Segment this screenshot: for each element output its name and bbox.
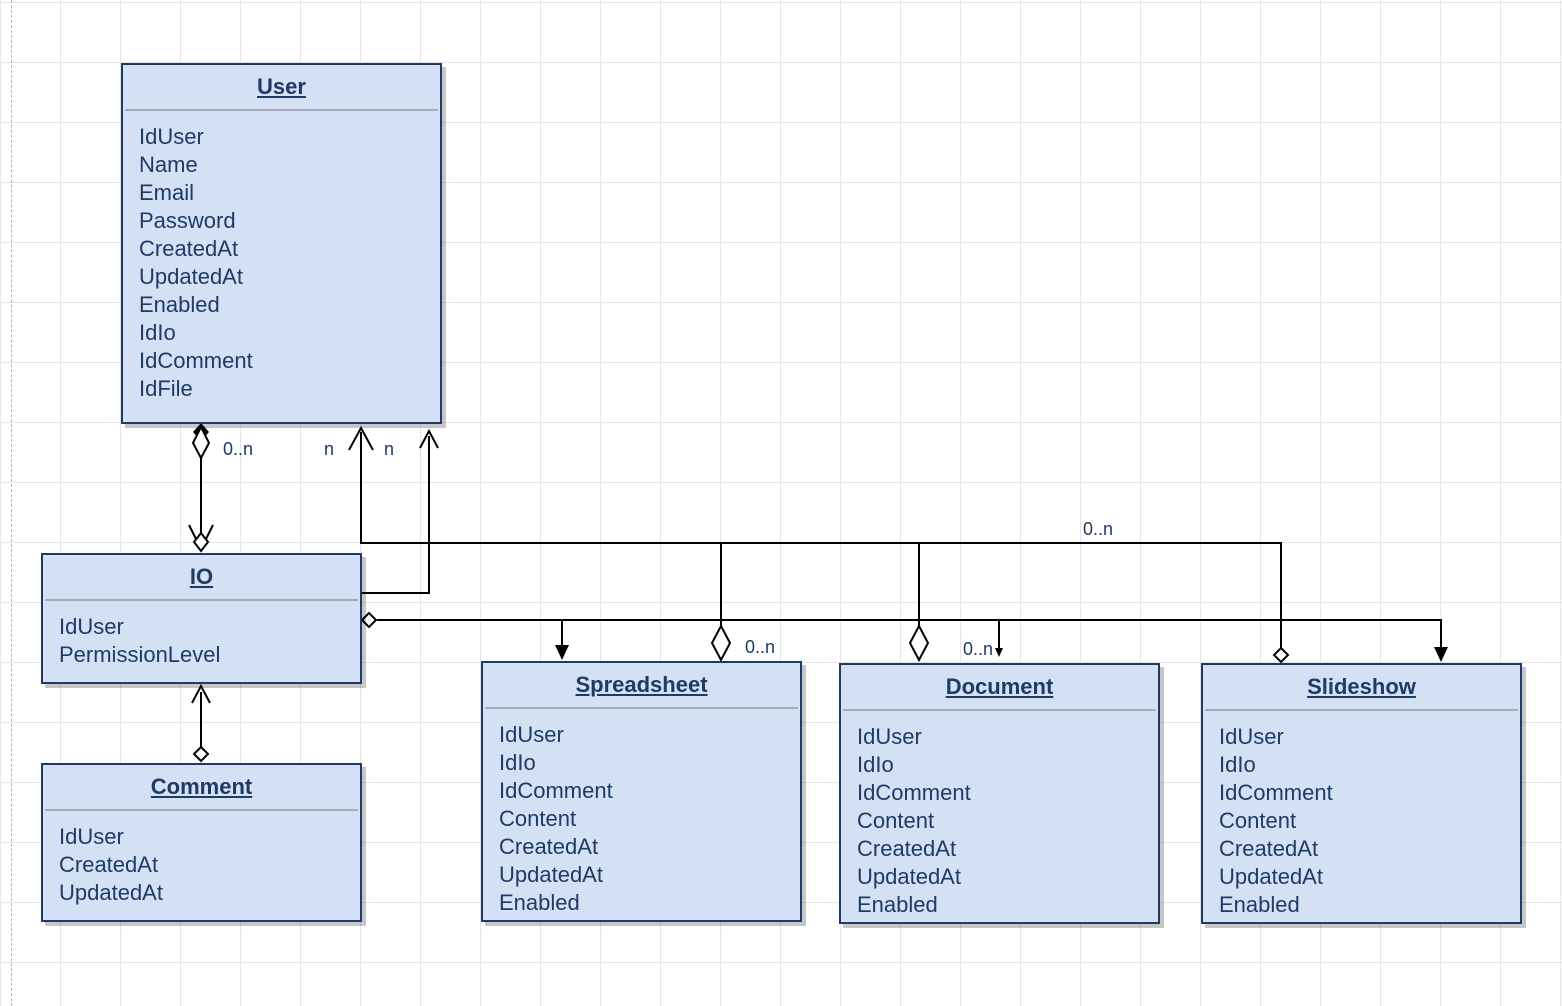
attribute: UpdatedAt bbox=[857, 864, 961, 889]
class-user[interactable]: User IdUser Name Email Password CreatedA… bbox=[121, 63, 442, 424]
class-document-divider bbox=[843, 709, 1156, 711]
attribute: IdUser bbox=[499, 722, 564, 747]
multiplicity-user-right: n bbox=[384, 439, 395, 459]
attribute: PermissionLevel bbox=[59, 642, 221, 667]
aggregation-diamond-spreadsheet bbox=[710, 623, 732, 663]
class-slideshow-divider bbox=[1205, 709, 1518, 711]
attribute: Enabled bbox=[139, 292, 220, 317]
arrowhead-open-user-left bbox=[348, 425, 374, 451]
attribute: UpdatedAt bbox=[1219, 864, 1323, 889]
attribute: UpdatedAt bbox=[59, 880, 163, 905]
multiplicity-document: 0..n bbox=[963, 639, 994, 659]
class-io[interactable]: IO IdUser PermissionLevel bbox=[41, 553, 362, 684]
attribute: CreatedAt bbox=[59, 852, 159, 877]
attribute: Name bbox=[139, 152, 198, 177]
class-comment[interactable]: Comment IdUser CreatedAt UpdatedAt bbox=[41, 763, 362, 922]
class-spreadsheet-divider bbox=[485, 707, 798, 709]
attribute: CreatedAt bbox=[857, 836, 957, 861]
class-io-attributes: IdUser PermissionLevel bbox=[43, 601, 360, 669]
multiplicity-user-io: 0..n bbox=[223, 439, 254, 459]
aggregation-diamond-comment bbox=[192, 745, 210, 763]
arrowhead-slideshow bbox=[1434, 647, 1448, 662]
class-comment-divider bbox=[45, 809, 358, 811]
attribute: IdUser bbox=[857, 724, 922, 749]
attribute: UpdatedAt bbox=[499, 862, 603, 887]
class-comment-title: Comment bbox=[150, 774, 253, 799]
multiplicity-files-user: 0..n bbox=[1083, 519, 1114, 539]
aggregation-diamond-user bbox=[191, 424, 211, 461]
attribute: IdUser bbox=[59, 824, 124, 849]
class-user-divider bbox=[125, 109, 438, 111]
class-document-title: Document bbox=[945, 674, 1054, 699]
attribute: Content bbox=[1219, 808, 1297, 833]
aggregation-diamond-io-right bbox=[360, 611, 378, 629]
attribute: IdComment bbox=[139, 348, 253, 373]
arrowhead-document-small bbox=[995, 648, 1003, 657]
class-document-attributes: IdUser IdIo IdComment Content CreatedAt … bbox=[841, 711, 1158, 919]
attribute: Enabled bbox=[499, 890, 580, 915]
attribute: Content bbox=[499, 806, 577, 831]
attribute: IdUser bbox=[59, 614, 124, 639]
arrowhead-open-user-right bbox=[419, 428, 439, 449]
attribute: IdComment bbox=[857, 780, 971, 805]
attribute: CreatedAt bbox=[1219, 836, 1319, 861]
class-user-title: User bbox=[257, 74, 306, 99]
attribute: IdUser bbox=[139, 124, 204, 149]
arrowhead-spreadsheet bbox=[555, 645, 569, 660]
class-spreadsheet-attributes: IdUser IdIo IdComment Content CreatedAt … bbox=[483, 709, 800, 917]
attribute: Password bbox=[139, 208, 236, 233]
attribute: Enabled bbox=[1219, 892, 1300, 917]
attribute: Content bbox=[857, 808, 935, 833]
attribute: Email bbox=[139, 180, 195, 205]
attribute: CreatedAt bbox=[139, 236, 239, 261]
attribute: IdComment bbox=[499, 778, 613, 803]
class-spreadsheet[interactable]: Spreadsheet IdUser IdIo IdComment Conten… bbox=[481, 661, 802, 922]
class-io-title: IO bbox=[189, 564, 214, 589]
edge-io-files bbox=[377, 619, 1442, 652]
attribute: IdIo bbox=[1219, 752, 1256, 777]
class-comment-attributes: IdUser CreatedAt UpdatedAt bbox=[43, 811, 360, 907]
class-user-attributes: IdUser Name Email Password CreatedAt Upd… bbox=[123, 111, 440, 403]
attribute: IdFile bbox=[139, 376, 193, 401]
edge-io-user bbox=[361, 436, 430, 594]
class-document[interactable]: Document IdUser IdIo IdComment Content C… bbox=[839, 663, 1160, 924]
aggregation-diamond-io-bottom bbox=[192, 531, 210, 553]
multiplicity-spreadsheet: 0..n bbox=[745, 637, 776, 657]
aggregation-diamond-slideshow bbox=[1272, 646, 1290, 664]
edge-files-user bbox=[360, 432, 1282, 648]
attribute: IdIo bbox=[139, 320, 176, 345]
class-slideshow-title: Slideshow bbox=[1307, 674, 1416, 699]
class-slideshow[interactable]: Slideshow IdUser IdIo IdComment Content … bbox=[1201, 663, 1522, 924]
class-io-divider bbox=[45, 599, 358, 601]
arrowhead-open-io-bottom bbox=[191, 683, 211, 704]
attribute: Enabled bbox=[857, 892, 938, 917]
attribute: IdComment bbox=[1219, 780, 1333, 805]
attribute: UpdatedAt bbox=[139, 264, 243, 289]
attribute: IdIo bbox=[857, 752, 894, 777]
class-spreadsheet-title: Spreadsheet bbox=[575, 672, 708, 697]
attribute: CreatedAt bbox=[499, 834, 599, 859]
aggregation-diamond-document bbox=[908, 623, 930, 663]
multiplicity-user-left: n bbox=[324, 439, 335, 459]
attribute: IdUser bbox=[1219, 724, 1284, 749]
class-slideshow-attributes: IdUser IdIo IdComment Content CreatedAt … bbox=[1203, 711, 1520, 919]
canvas-guide-line bbox=[11, 0, 12, 1006]
attribute: IdIo bbox=[499, 750, 536, 775]
